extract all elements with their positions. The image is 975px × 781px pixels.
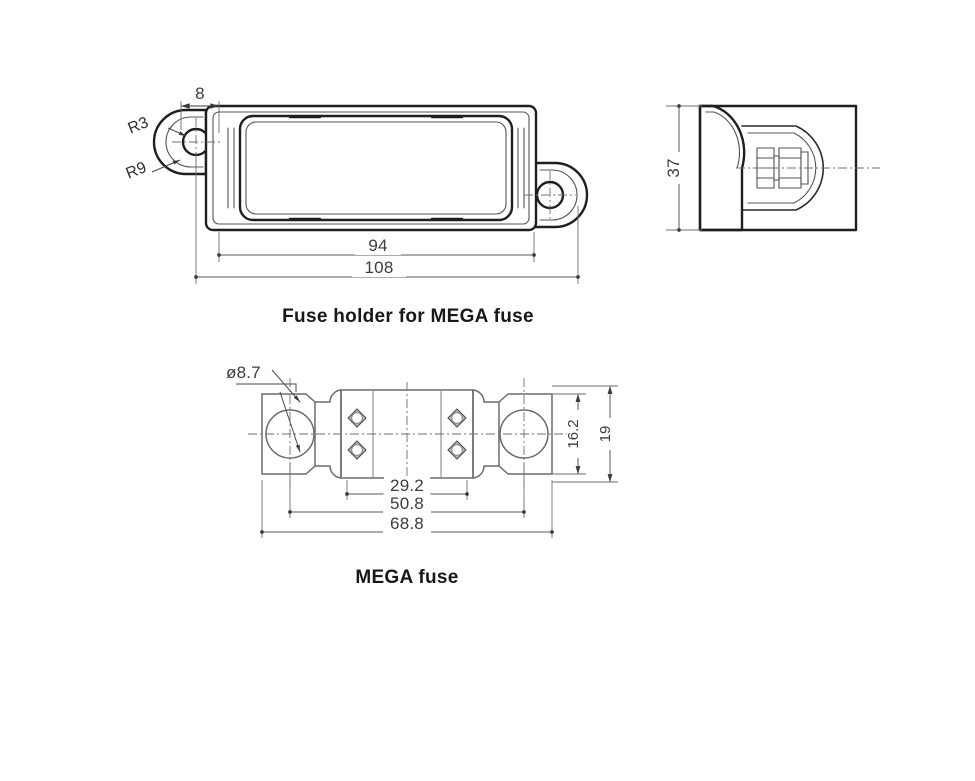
dimension-holder-tab-width: 8: [180, 84, 220, 133]
dimension-label-29-2: 29.2: [390, 476, 424, 495]
dimension-fuse-body-height: 16.2: [552, 393, 589, 475]
figure-mega-fuse: ø8.7 16.2 19: [226, 363, 621, 588]
dimension-fuse-terminal-span: 29.2: [345, 476, 469, 500]
dimension-label-r3: R3: [126, 114, 151, 137]
dimension-label-diameter-8-7: ø8.7: [226, 363, 261, 382]
holder-left-mount-tab: [152, 108, 211, 176]
fuse-rivet: [447, 408, 467, 428]
fuse-rivet-markers: [347, 408, 467, 460]
dimension-holder-height: 37: [664, 104, 702, 232]
fuse-centerlines: [248, 378, 568, 492]
dimension-holder-radius-large: R9: [124, 159, 181, 183]
caption-fuse-holder: Fuse holder for MEGA fuse: [282, 306, 534, 327]
dimension-label-50-8: 50.8: [390, 494, 424, 513]
dimension-label-37: 37: [664, 158, 683, 177]
dimension-fuse-hole-diameter: ø8.7: [226, 363, 301, 453]
caption-mega-fuse: MEGA fuse: [355, 567, 458, 588]
fuse-waist-transitions: [314, 389, 500, 479]
dimension-label-16-2: 16.2: [565, 419, 582, 448]
holder-cover-window: [238, 114, 514, 222]
dimension-label-108: 108: [365, 258, 394, 277]
holder-side-cap: [698, 104, 746, 232]
holder-centerlines: [172, 118, 576, 221]
figure-fuse-holder: 8 R3 R9 94: [124, 84, 880, 327]
fuse-front-view: ø8.7 16.2 19: [226, 363, 621, 538]
dimension-fuse-hole-span: 50.8: [288, 462, 526, 518]
dimension-fuse-overall-height: 19: [552, 385, 621, 483]
dimension-holder-overall-length: 108: [194, 160, 580, 284]
dimension-label-19: 19: [597, 426, 614, 443]
dimension-label-r9: R9: [124, 159, 149, 182]
dimension-label-8: 8: [195, 84, 205, 103]
fuse-rivet: [347, 440, 367, 460]
fuse-rivet: [347, 408, 367, 428]
dimension-label-94: 94: [368, 236, 387, 255]
dimension-label-68-8: 68.8: [390, 514, 424, 533]
dimension-holder-radius-small: R3: [126, 114, 187, 138]
dimension-fuse-overall-length: 68.8: [260, 480, 554, 538]
holder-top-view: 8 R3 R9 94: [124, 84, 589, 284]
holder-side-view: 37: [664, 104, 880, 232]
fuse-rivet: [447, 440, 467, 460]
dimension-holder-body-length: 94: [217, 232, 536, 262]
holder-latch-marks: [288, 115, 464, 221]
